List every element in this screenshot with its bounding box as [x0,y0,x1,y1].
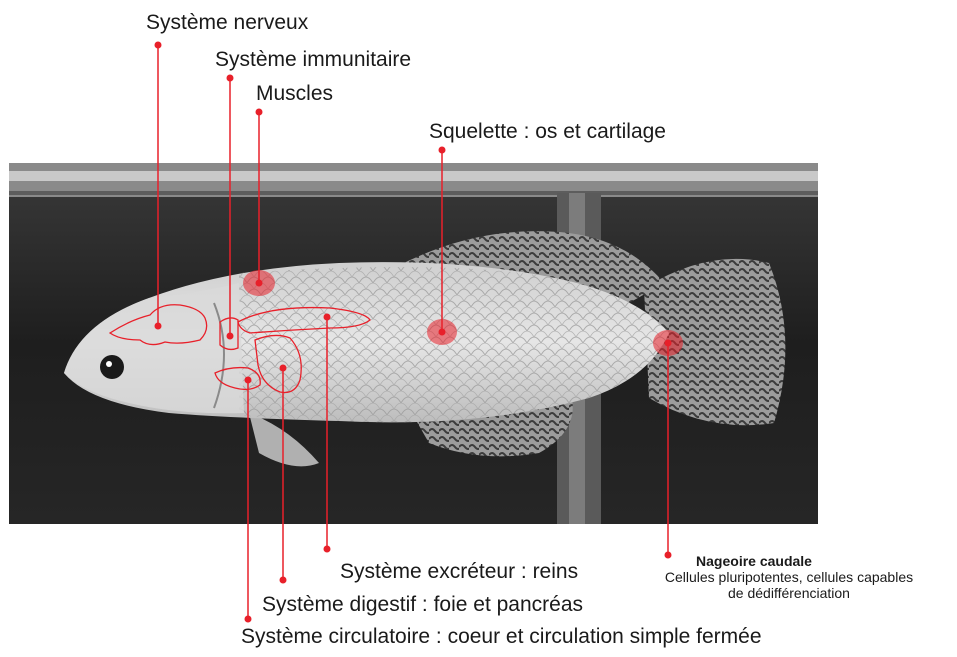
dot-immune-end [227,333,234,340]
label-muscles: Muscles [256,82,333,106]
caudal-fin-desc-line1: Cellules pluripotentes, cellules capable… [624,569,954,585]
dot-immune-top [227,75,234,82]
dot-skeleton-top [439,147,446,154]
caudal-fin-desc-line2: de dédifférenciation [624,585,954,601]
label-skeleton: Squelette : os et cartilage [429,120,666,144]
dot-excretory-end [324,546,331,553]
caudal-fin-note: Nageoire caudale Cellules pluripotentes,… [624,553,954,601]
kidney-outline [238,308,370,333]
dot-muscles-end [256,280,263,287]
label-circulatory-system: Système circulatoire : coeur et circulat… [241,625,762,649]
dot-muscles-top [256,109,263,116]
dot-nervous-top [155,42,162,49]
dot-nervous-end [155,323,162,330]
label-nervous-system: Système nerveux [146,11,308,35]
dot-skeleton-end [439,329,446,336]
dot-excretory-start [324,314,331,321]
dot-digestive-end [280,577,287,584]
dot-circulatory-end [245,616,252,623]
label-immune-system: Système immunitaire [215,48,411,72]
dot-digestive-start [280,365,287,372]
caudal-fin-title: Nageoire caudale [554,553,954,569]
dot-circulatory-start [245,377,252,384]
digestive-outline [255,335,301,392]
heart-outline [215,368,260,390]
label-excretory-system: Système excréteur : reins [340,560,578,584]
label-digestive-system: Système digestif : foie et pancréas [262,593,583,617]
dot-caudal-start [665,340,672,347]
